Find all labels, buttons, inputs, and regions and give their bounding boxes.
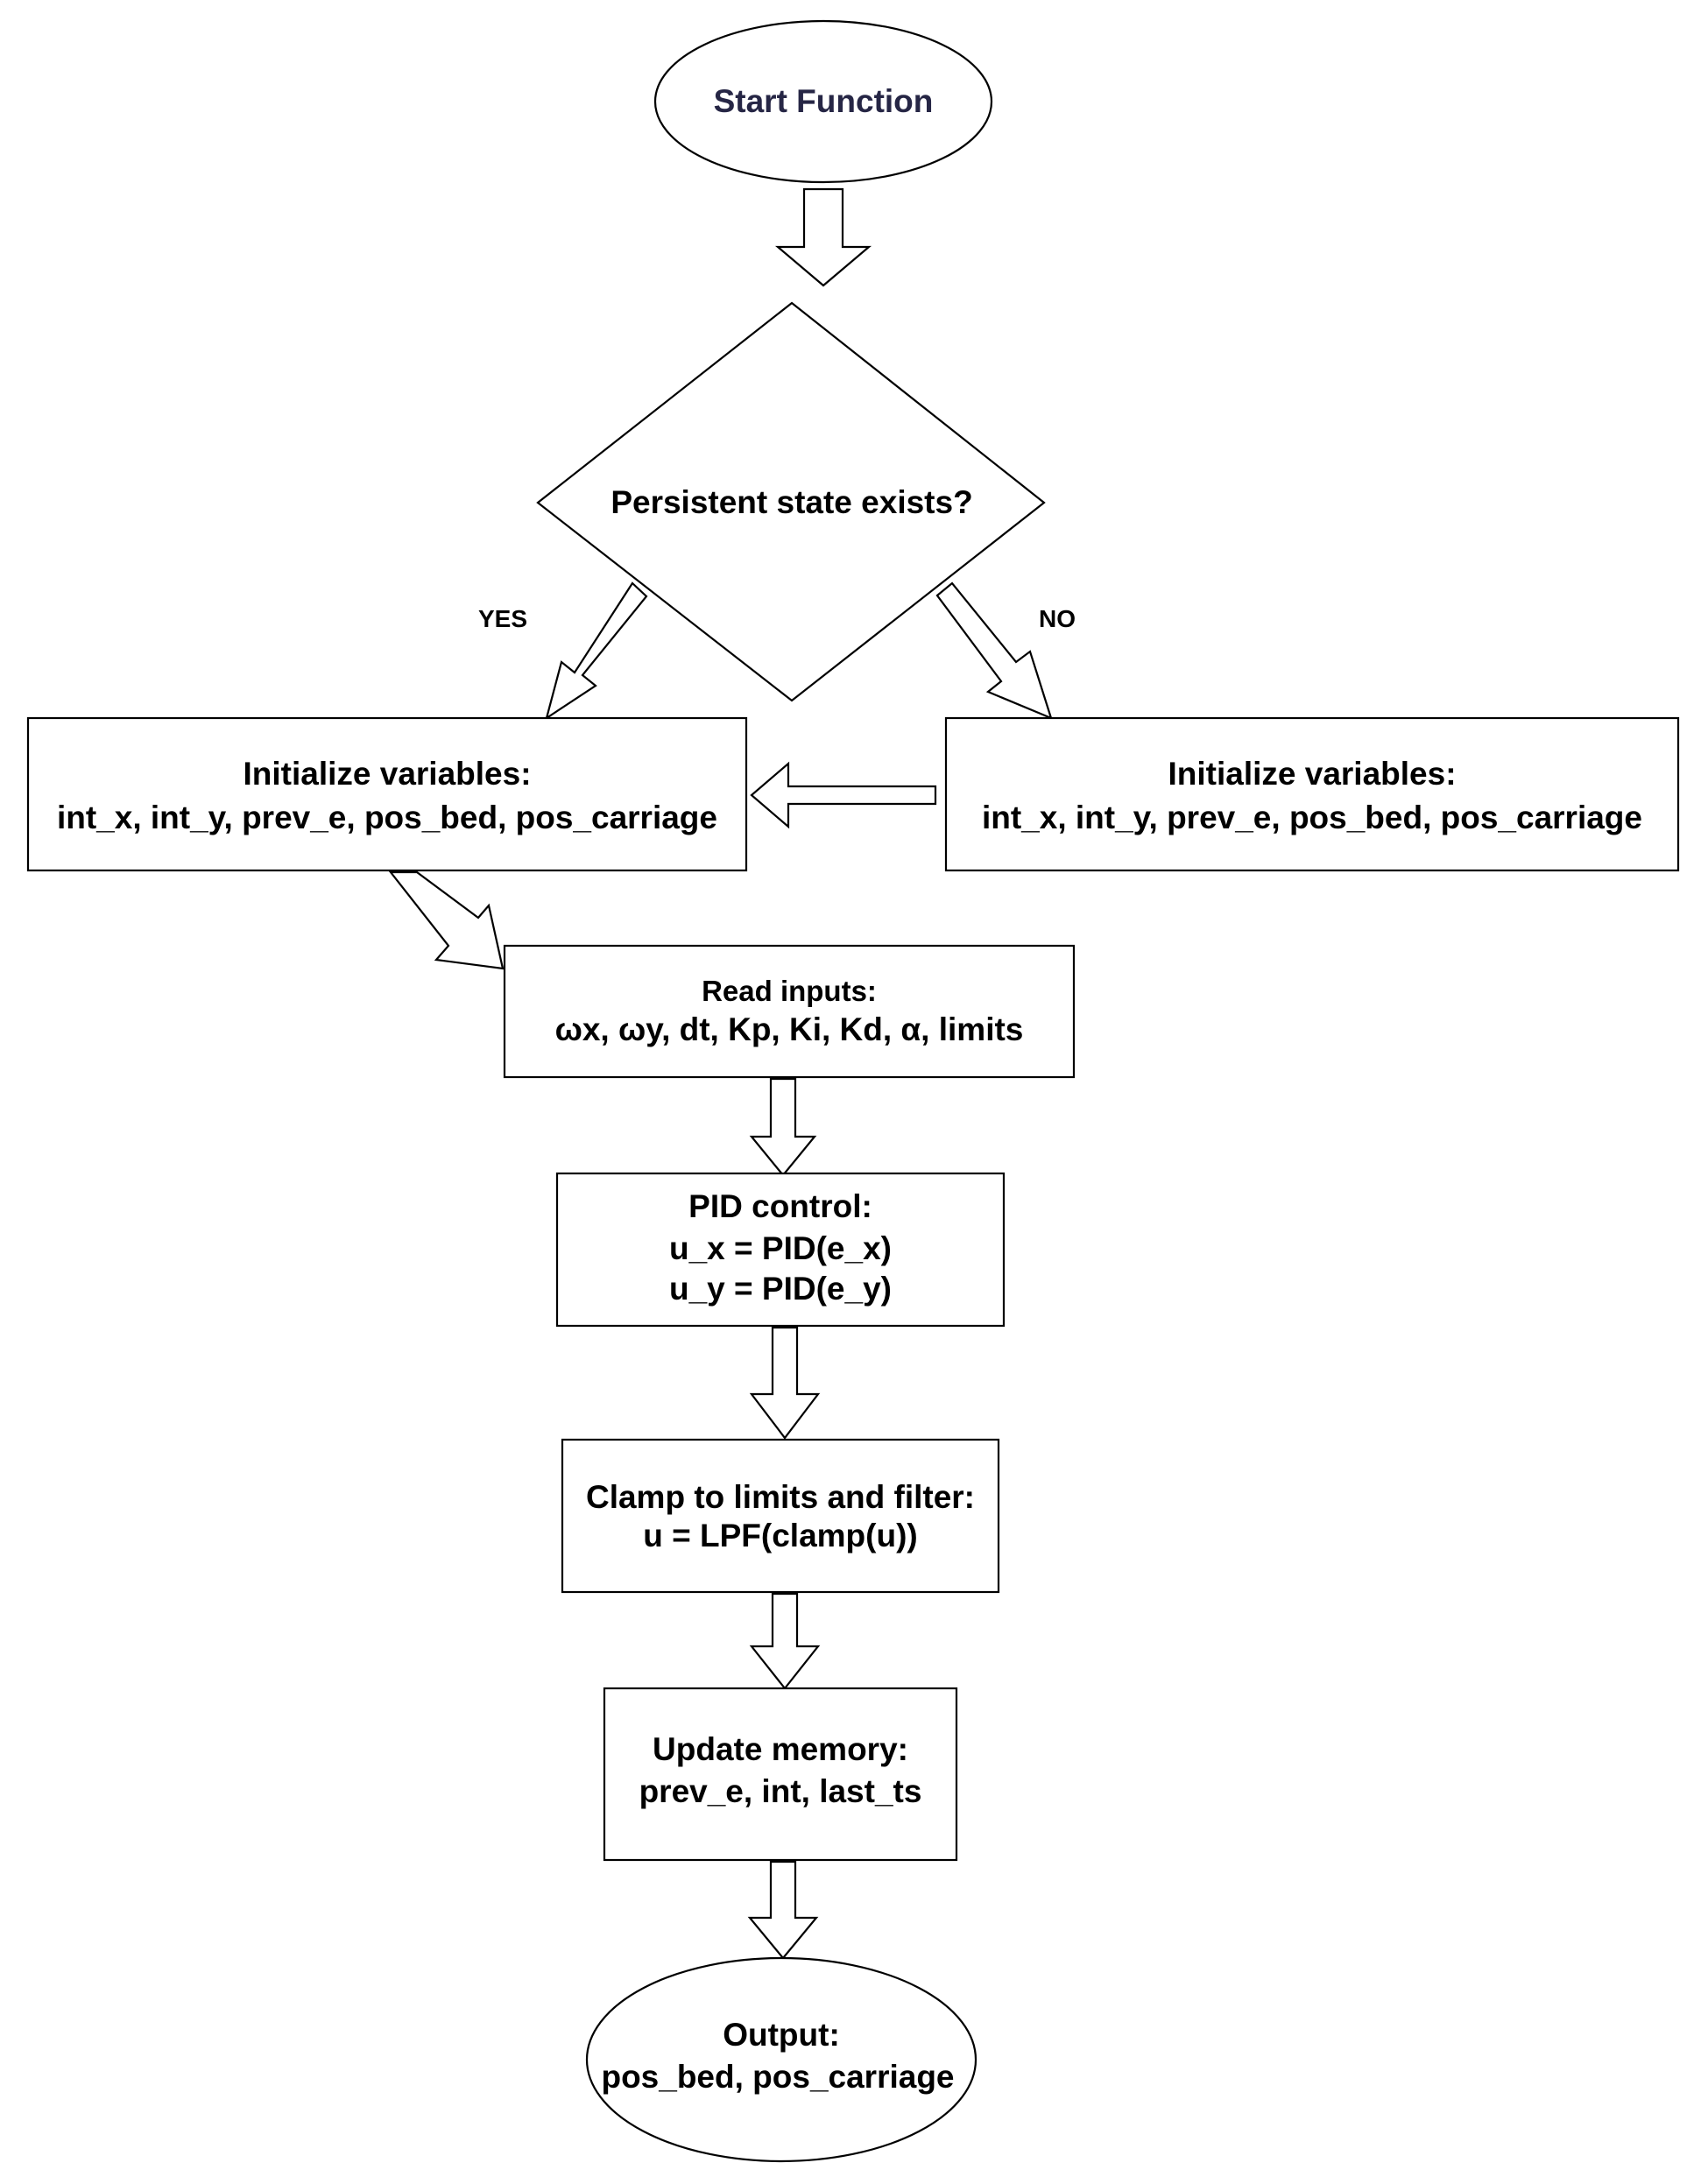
arrow-init-no-to-init-yes — [750, 761, 937, 829]
arrow-clamp-to-update — [749, 1592, 821, 1690]
arrow-decision-to-init-no — [935, 581, 1053, 720]
init-no-title: Initialize variables: — [1168, 756, 1456, 792]
yes-label: YES — [478, 605, 527, 632]
update-vars: prev_e, int, last_ts — [639, 1773, 922, 1809]
init-no-node: Initialize variables: int_x, int_y, prev… — [944, 716, 1680, 872]
arrow-update-to-output — [747, 1860, 819, 1960]
decision-node: Persistent state exists? — [536, 301, 1046, 702]
update-title: Update memory: — [653, 1731, 908, 1767]
init-yes-vars: int_x, int_y, prev_e, pos_bed, pos_carri… — [57, 800, 717, 835]
output-title: Output: — [723, 2017, 840, 2053]
read-inputs-node: Read inputs: ωx, ωy, dt, Kp, Ki, Kd, α, … — [503, 944, 1076, 1079]
pid-uy: u_y = PID(e_y) — [669, 1271, 892, 1307]
output-node: Output: pos_bed, pos_carriage — [585, 1956, 978, 2163]
output-vars: pos_bed, pos_carriage — [601, 2059, 954, 2095]
start-node: Start Function — [653, 19, 993, 184]
update-node: Update memory: prev_e, int, last_ts — [603, 1687, 958, 1862]
no-label: NO — [1039, 605, 1076, 632]
clamp-title: Clamp to limits and filter: — [586, 1479, 975, 1515]
pid-node: PID control: u_x = PID(e_x) u_y = PID(e_… — [555, 1172, 1006, 1328]
pid-ux: u_x = PID(e_x) — [669, 1230, 892, 1266]
arrow-start-to-decision — [774, 187, 872, 287]
clamp-node: Clamp to limits and filter: u = LPF(clam… — [561, 1438, 1000, 1594]
decision-label: Persistent state exists? — [611, 484, 972, 520]
arrow-read-inputs-to-pid — [749, 1077, 817, 1177]
arrow-decision-to-init-yes — [545, 581, 648, 721]
start-label: Start Function — [714, 83, 934, 119]
init-yes-node: Initialize variables: int_x, int_y, prev… — [26, 716, 748, 872]
init-yes-title: Initialize variables: — [243, 756, 531, 792]
pid-title: PID control: — [688, 1188, 872, 1224]
arrow-pid-to-clamp — [749, 1326, 821, 1440]
clamp-formula: u = LPF(clamp(u)) — [643, 1518, 917, 1553]
init-no-vars: int_x, int_y, prev_e, pos_bed, pos_carri… — [982, 800, 1642, 835]
read-inputs-vars: ωx, ωy, dt, Kp, Ki, Kd, α, limits — [555, 1011, 1024, 1047]
read-inputs-title: Read inputs: — [702, 975, 877, 1007]
arrow-init-yes-to-read-inputs — [388, 870, 505, 970]
